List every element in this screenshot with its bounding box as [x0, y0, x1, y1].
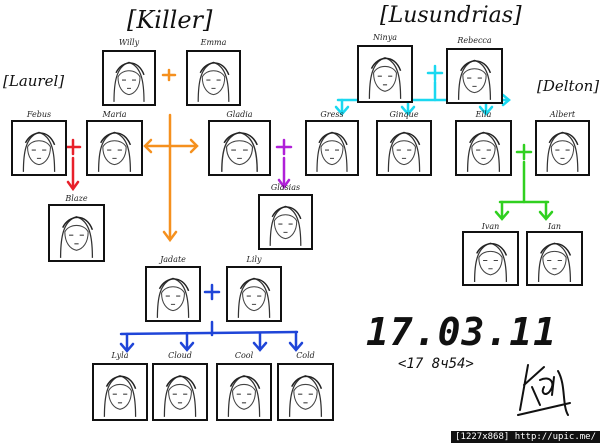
person-ginque: Ginque [376, 110, 432, 176]
person-label: Cloud [168, 351, 192, 360]
family-name-killer: [Killer] [127, 6, 213, 34]
person-lyla: Lyla [92, 351, 148, 421]
signature-mark [517, 364, 571, 416]
portrait-image [376, 120, 432, 176]
portrait-image [145, 266, 201, 322]
portrait-image [258, 194, 313, 250]
portrait-image [462, 231, 519, 286]
portrait-image [535, 120, 590, 176]
portrait-image [48, 204, 105, 262]
person-label: Rebecca [457, 36, 492, 45]
person-ian: Ian [526, 222, 583, 286]
person-label: Ginque [389, 110, 419, 119]
person-cool: Cool [216, 351, 272, 421]
person-label: Ninya [373, 33, 397, 42]
person-ella: Ella [455, 110, 512, 176]
portrait-image [446, 48, 503, 104]
person-label: Febus [26, 110, 52, 119]
portrait-image [11, 120, 67, 176]
person-label: Gress [320, 110, 344, 119]
portrait-image [92, 363, 148, 421]
person-cold: Cold [277, 351, 334, 421]
person-label: Blaze [65, 194, 88, 203]
person-emma: Emma [186, 38, 241, 106]
portrait-image [86, 120, 143, 176]
person-lily: Lily [226, 255, 282, 322]
person-label: Willy [118, 38, 140, 47]
portrait-image [526, 231, 583, 286]
portrait-image [102, 50, 156, 106]
person-label: Ella [475, 110, 492, 119]
portrait-image [357, 45, 413, 103]
signature [510, 345, 580, 420]
person-label: Emma [200, 38, 227, 47]
person-maria: Maria [86, 110, 143, 176]
person-label: Cool [234, 351, 254, 360]
person-albert: Albert [535, 110, 590, 176]
person-gress: Gress [305, 110, 359, 176]
person-ivan: Ivan [462, 222, 519, 286]
person-glasias: Glasias [258, 183, 313, 250]
watermark: [1227x868] http://upic.me/ [451, 431, 600, 443]
portrait-image [277, 363, 334, 421]
person-febus: Febus [11, 110, 67, 176]
person-label: Lyla [111, 351, 129, 360]
person-rebecca: Rebecca [446, 36, 503, 104]
portrait-image [186, 50, 241, 106]
person-label: Albert [549, 110, 576, 119]
family-name-lusundrias: [Lusundrias] [380, 3, 522, 28]
person-label: Cold [296, 351, 315, 360]
person-label: Maria [102, 110, 127, 119]
family-name-delton: [Delton] [537, 77, 600, 95]
portrait-image [455, 120, 512, 176]
person-label: Gladia [226, 110, 253, 119]
person-blaze: Blaze [48, 194, 105, 262]
portrait-image [208, 120, 271, 176]
portrait-image [216, 363, 272, 421]
portrait-image [226, 266, 282, 322]
person-label: Ian [547, 222, 562, 231]
person-label: Lily [246, 255, 262, 264]
person-willy: Willy [102, 38, 156, 106]
person-label: Glasias [270, 183, 301, 192]
family-name-laurel: [Laurel] [3, 72, 65, 90]
person-jadate: Jadate [145, 255, 201, 322]
portrait-image [152, 363, 208, 421]
drawing-time: <17 8ч54> [398, 356, 474, 372]
person-label: Ivan [481, 222, 500, 231]
person-cloud: Cloud [152, 351, 208, 421]
person-ninya: Ninya [357, 33, 413, 103]
drawing-date: 17.03.11 [366, 310, 558, 354]
portrait-image [305, 120, 359, 176]
person-label: Jadate [160, 255, 186, 264]
person-gladia: Gladia [208, 110, 271, 176]
